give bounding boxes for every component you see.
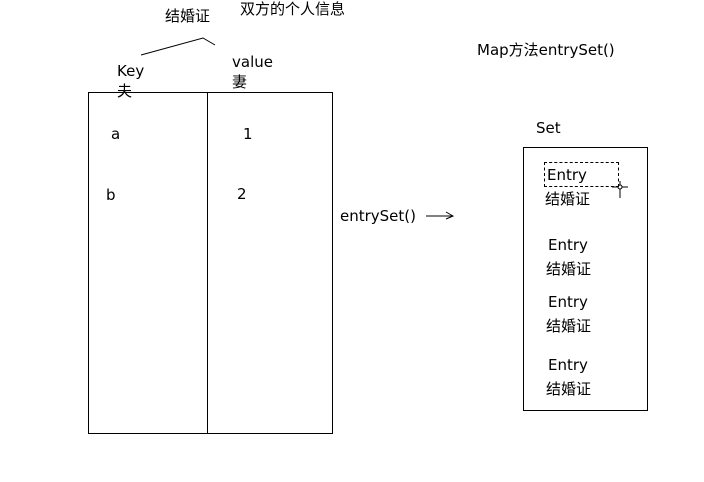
map-row-a-value: 1 [243,125,253,143]
selected-entry-outline[interactable] [544,162,619,187]
map-row-b-key: b [106,186,116,204]
marriage-certificate-label: 结婚证 [165,7,211,25]
set-entry-2-sub: 结婚证 [546,260,592,278]
key-header: Key [117,62,145,80]
set-entry-1-label: Entry [547,166,587,184]
map-table [88,92,333,434]
set-entry-3-label: Entry [548,293,588,311]
arrow-head [445,211,455,220]
entryset-call-label: entrySet() [340,207,416,225]
handle-dot [617,184,623,190]
value-header: value [232,53,273,71]
set-entry-4-sub: 结婚证 [546,380,592,398]
set-entry-2-label: Entry [548,236,588,254]
bracket-line [140,37,216,56]
set-entry-4-label: Entry [548,356,588,374]
map-row-a-key: a [111,125,121,143]
map-column-divider [207,92,208,434]
value-subtitle: 妻 [232,73,248,91]
method-title: Map方法entrySet() [477,41,615,59]
personal-info-label: 双方的个人信息 [240,0,346,18]
set-entry-3-sub: 结婚证 [546,317,592,335]
set-box [523,147,648,411]
set-entry-1-sub: 结婚证 [545,190,591,208]
map-row-b-value: 2 [237,185,247,203]
set-title: Set [536,119,561,137]
key-subtitle: 夫 [117,82,133,100]
